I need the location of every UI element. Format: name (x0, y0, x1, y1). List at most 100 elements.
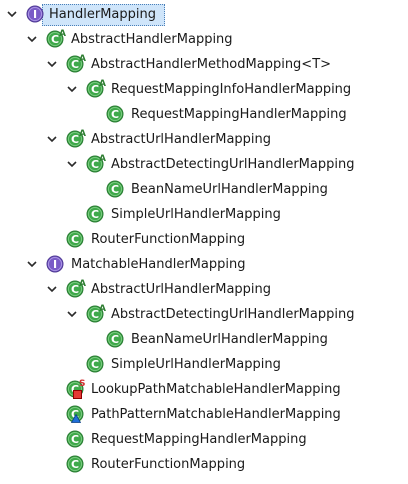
tree-item-router-function-mapping[interactable]: C RouterFunctionMapping (66, 452, 245, 477)
tree-item-label: RequestMappingInfoHandlerMapping (111, 81, 352, 97)
svg-text:C: C (91, 83, 99, 96)
chevron-down-icon[interactable] (44, 52, 60, 77)
svg-text:C: C (91, 358, 99, 371)
svg-text:C: C (111, 108, 119, 121)
abstract-marker: A (79, 53, 86, 64)
tree-item-label: BeanNameUrlHandlerMapping (131, 181, 328, 197)
chevron-down-icon[interactable] (24, 252, 40, 277)
tree-row: CS LookupPathMatchableHandlerMapping (0, 377, 408, 402)
chevron-down-icon[interactable] (44, 127, 60, 152)
tree-item-label: PathPatternMatchableHandlerMapping (91, 406, 341, 422)
tree-item-request-mapping-handler-mapping[interactable]: C RequestMappingHandlerMapping (106, 102, 347, 127)
tree-item-bean-name-url-handler-mapping[interactable]: C BeanNameUrlHandlerMapping (106, 177, 328, 202)
tree-item-label: AbstractUrlHandlerMapping (91, 131, 272, 147)
class-icon: CS (66, 378, 86, 400)
svg-text:C: C (71, 283, 79, 296)
tree-row: C RouterFunctionMapping (0, 227, 408, 252)
class-icon: C (106, 180, 126, 200)
svg-text:C: C (91, 308, 99, 321)
tree-item-label: AbstractUrlHandlerMapping (91, 281, 272, 297)
svg-text:C: C (111, 333, 119, 346)
class-icon: C (106, 330, 126, 350)
tree-item-label: RequestMappingHandlerMapping (91, 431, 307, 447)
svg-text:C: C (91, 208, 99, 221)
tree-item-handler-mapping[interactable]: I HandlerMapping (26, 2, 165, 27)
chevron-down-icon[interactable] (64, 77, 80, 102)
class-icon: C (106, 105, 126, 125)
abstract-marker: A (99, 153, 106, 164)
tree-item-label: AbstractDetectingUrlHandlerMapping (111, 306, 355, 322)
chevron-down-icon[interactable] (4, 2, 20, 27)
class-icon: C (66, 455, 86, 475)
tree-item-label: HandlerMapping (42, 3, 165, 26)
tree-item-path-pattern-matchable-handler-mapping[interactable]: C PathPatternMatchableHandlerMapping (66, 402, 341, 427)
interface-icon: I (26, 5, 46, 25)
tree-row: C BeanNameUrlHandlerMapping (0, 177, 408, 202)
class-icon: C (86, 355, 106, 375)
chevron-down-icon[interactable] (64, 302, 80, 327)
svg-text:C: C (71, 408, 79, 421)
static-marker: S (79, 378, 86, 389)
tree-item-label: LookupPathMatchableHandlerMapping (91, 381, 341, 397)
package-badge-icon (71, 413, 81, 423)
class-icon: C (66, 230, 86, 250)
svg-text:I: I (53, 258, 57, 271)
class-icon: C (66, 405, 86, 425)
tree-item-simple-url-handler-mapping[interactable]: C SimpleUrlHandlerMapping (86, 202, 281, 227)
svg-text:C: C (71, 133, 79, 146)
chevron-down-icon[interactable] (44, 277, 60, 302)
private-badge-icon (73, 389, 82, 399)
tree-row: C RouterFunctionMapping (0, 452, 408, 477)
tree-row: I HandlerMapping (0, 2, 408, 27)
tree-row: C RequestMappingHandlerMapping (0, 427, 408, 452)
svg-text:C: C (71, 458, 79, 471)
tree-item-label: RouterFunctionMapping (91, 456, 246, 472)
class-icon: C (66, 430, 86, 450)
tree-row: C SimpleUrlHandlerMapping (0, 202, 408, 227)
tree-item-lookup-path-matchable-handler-mapping[interactable]: CS LookupPathMatchableHandlerMapping (66, 377, 341, 402)
svg-text:C: C (71, 233, 79, 246)
tree-item-label: RequestMappingHandlerMapping (131, 106, 347, 122)
abstract-marker: A (99, 303, 106, 314)
abstract-marker: A (59, 28, 66, 39)
chevron-down-icon[interactable] (64, 152, 80, 177)
svg-text:C: C (91, 158, 99, 171)
tree-item-router-function-mapping[interactable]: C RouterFunctionMapping (66, 227, 245, 252)
tree-row: C PathPatternMatchableHandlerMapping (0, 402, 408, 427)
tree-item-request-mapping-handler-mapping[interactable]: C RequestMappingHandlerMapping (66, 427, 307, 452)
tree-item-label: SimpleUrlHandlerMapping (111, 206, 281, 222)
tree-item-label: RouterFunctionMapping (91, 231, 246, 247)
tree-row: C RequestMappingHandlerMapping (0, 102, 408, 127)
tree-item-label: AbstractDetectingUrlHandlerMapping (111, 156, 355, 172)
svg-text:I: I (33, 8, 37, 21)
chevron-down-icon[interactable] (24, 27, 40, 52)
abstract-marker: A (79, 128, 86, 139)
